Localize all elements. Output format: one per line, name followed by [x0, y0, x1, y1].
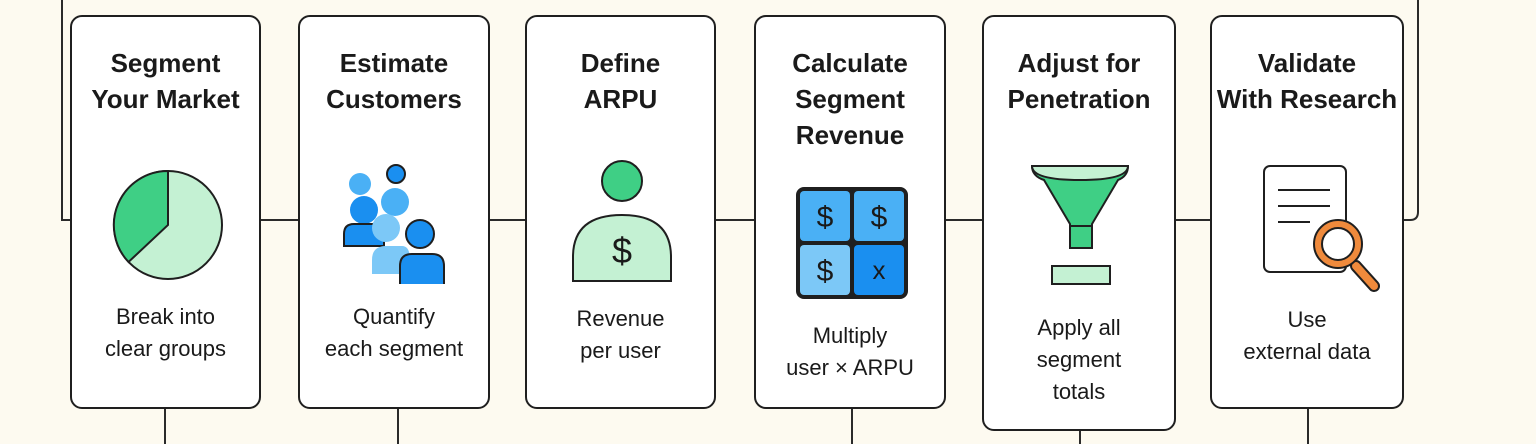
step-title: Define ARPU [580, 48, 661, 114]
step-title: Segment Your Market [91, 48, 240, 114]
user-dollar-icon: $ [572, 160, 672, 282]
document-search-icon [1263, 165, 1380, 292]
funnel-icon [1030, 165, 1130, 285]
step-title: Adjust for Penetration [1007, 48, 1151, 114]
step-description: Apply all segment totals [1036, 315, 1122, 404]
step-card-calculate-revenue: Calculate Segment Revenue $ $ $ x Multip… [754, 15, 946, 409]
step-card-define-arpu: Define ARPU $ Revenue per user [525, 15, 716, 409]
step-title: Calculate Segment Revenue [792, 48, 908, 150]
step-card-adjust-penetration: Adjust for Penetration Apply all segment… [982, 15, 1176, 431]
step-description: Quantify each segment [324, 304, 464, 361]
step-description: Multiply user × ARPU [786, 323, 914, 380]
grid-symbol: x [873, 255, 886, 285]
step-description: Use external data [1243, 307, 1371, 364]
step-card-estimate-customers: Estimate Customers Quantify each segment [298, 15, 490, 409]
grid-symbol: $ [817, 255, 834, 288]
step-description: Revenue per user [576, 306, 665, 363]
step-title: Estimate Customers [326, 48, 462, 114]
revenue-grid-icon: $ $ $ x [796, 187, 908, 299]
svg-text:$: $ [612, 230, 632, 271]
step-title: Validate With Research [1216, 48, 1398, 114]
grid-symbol: $ [817, 201, 834, 234]
pie-chart-icon [112, 169, 223, 280]
step-card-segment-market: Segment Your Market Break into clear gro… [70, 15, 261, 409]
step-description: Break into clear groups [104, 304, 227, 361]
people-group-icon [343, 164, 445, 284]
grid-symbol: $ [871, 201, 888, 234]
step-card-validate-research: Validate With Research Use external data [1210, 15, 1404, 409]
